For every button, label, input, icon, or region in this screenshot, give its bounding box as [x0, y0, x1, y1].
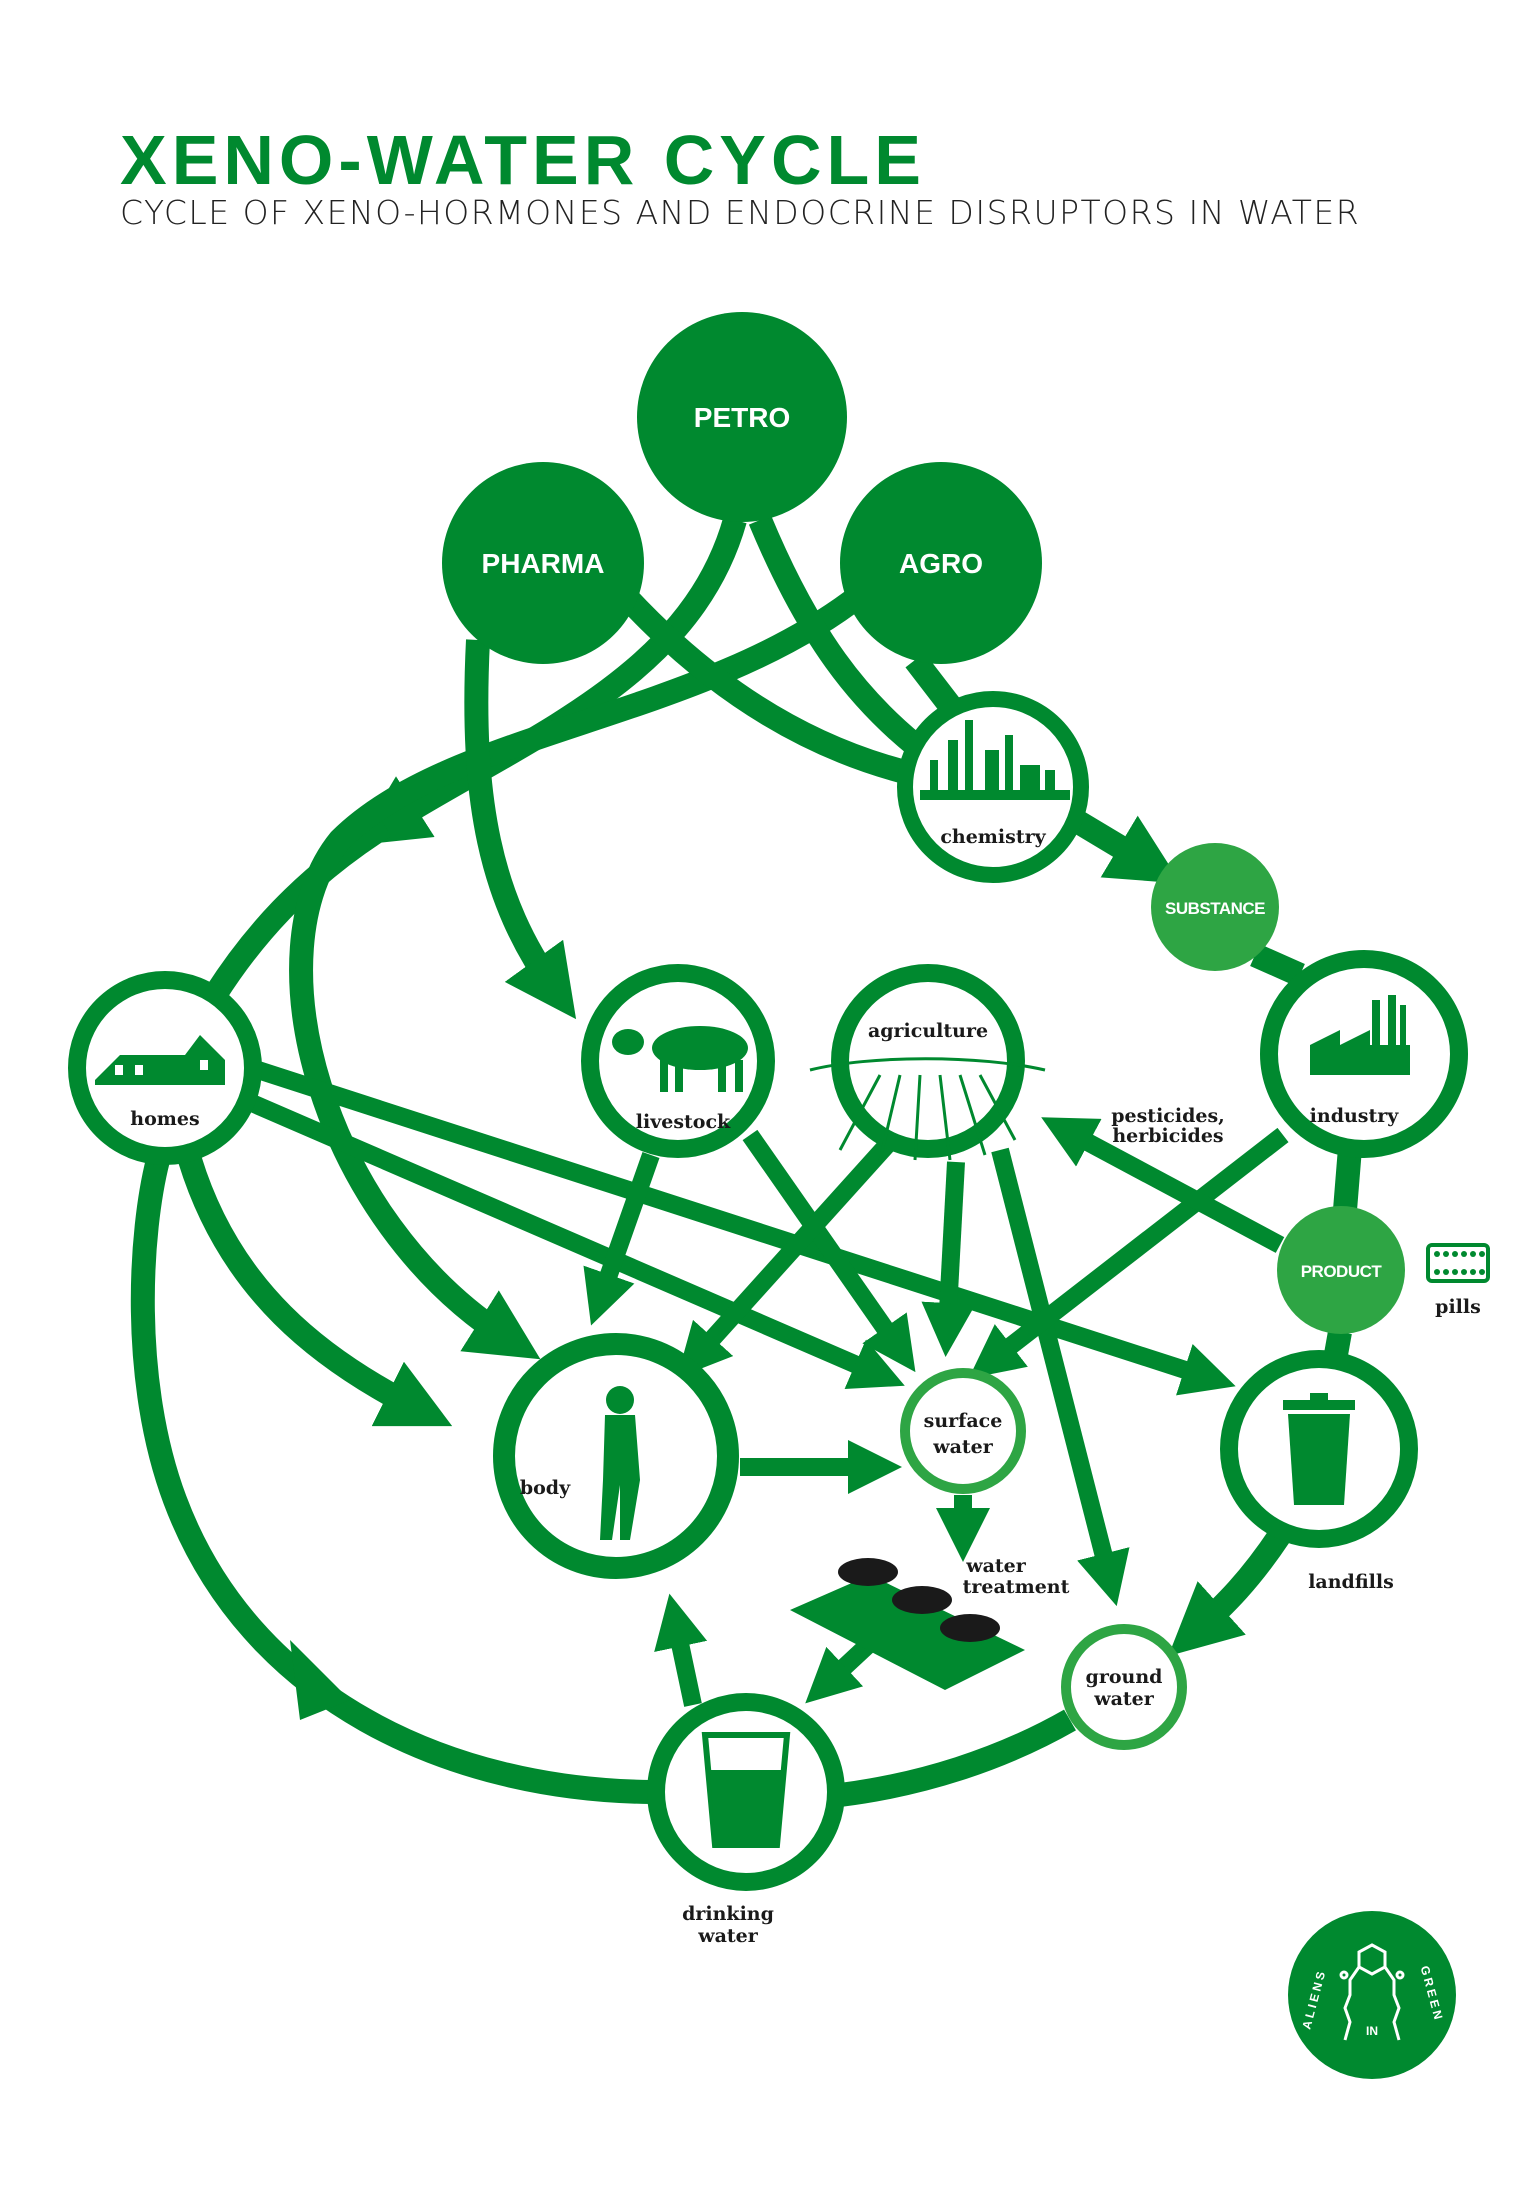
edge-groundwater-drinking	[838, 1709, 1076, 1807]
homes-label: homes	[130, 1108, 199, 1130]
edge-industry-surfacewater	[968, 1127, 1289, 1379]
node-agriculture: agriculture	[809, 964, 1046, 1161]
edge-chemistry-substance	[1068, 809, 1181, 884]
node-water-treatment: water treatment	[790, 1555, 1070, 1690]
edge-landfills-groundwater	[1168, 1528, 1290, 1657]
water-treatment-label-2: treatment	[963, 1576, 1070, 1598]
drinking-water-label-2: water	[697, 1925, 759, 1947]
ground-water-label-2: water	[1093, 1688, 1155, 1710]
edge-arrow-homes	[204, 815, 392, 1002]
edge-homes-body	[178, 1156, 453, 1427]
node-livestock: livestock	[581, 964, 775, 1158]
ground-water-label-1: ground	[1086, 1666, 1163, 1688]
node-landfills: landfills	[1220, 1350, 1418, 1593]
surface-water-label-2: water	[932, 1436, 994, 1458]
surface-water-label-1: surface	[924, 1410, 1003, 1432]
edges	[130, 515, 1362, 1807]
edge-agriculture-groundwater	[991, 1147, 1130, 1607]
agriculture-label: agriculture	[868, 1020, 988, 1042]
industry-building-icon	[1310, 995, 1410, 1075]
field-icon	[809, 1057, 1046, 1161]
edge-industry-product	[1333, 1147, 1362, 1211]
stage-substance: SUBSTANCE	[1151, 843, 1279, 971]
edge-agriculture-surfacewater	[921, 1161, 976, 1357]
petro-label: PETRO	[694, 402, 790, 433]
node-drinking-water: drinking water	[647, 1693, 845, 1947]
landfills-label: landfills	[1308, 1571, 1394, 1593]
trash-can-icon	[1283, 1393, 1355, 1505]
node-chemistry: chemistry	[897, 691, 1089, 883]
pharma-label: PHARMA	[482, 548, 605, 579]
cow-icon	[612, 1026, 748, 1092]
body-label: body	[520, 1477, 571, 1499]
substance-label: SUBSTANCE	[1165, 899, 1265, 918]
edge-substance-industry	[1250, 944, 1305, 986]
edge-livestock-body	[583, 1152, 660, 1326]
treatment-plant-icon	[790, 1558, 1025, 1690]
pesticides-label-1: pesticides,	[1111, 1105, 1225, 1127]
loop-arrowhead	[290, 1640, 350, 1720]
page-subtitle: CYCLE OF XENO-HORMONES AND ENDOCRINE DIS…	[120, 193, 1361, 232]
logo-in: IN	[1366, 2024, 1378, 2038]
pills-label: pills	[1435, 1296, 1481, 1318]
product-label: PRODUCT	[1301, 1262, 1383, 1281]
edge-homes-surfacewater	[241, 1091, 905, 1390]
edge-drinking-homes-loop	[130, 1157, 652, 1804]
source-petro: PETRO	[637, 312, 847, 522]
node-ground-water: ground water	[1061, 1624, 1187, 1750]
node-homes: homes	[68, 971, 262, 1165]
edge-petro-homes	[354, 516, 747, 846]
water-treatment-label-1: water	[965, 1555, 1027, 1577]
edge-product-agriculture	[1041, 1117, 1285, 1253]
drinking-water-label-1: drinking	[682, 1903, 774, 1925]
edge-agriculture-body	[676, 1128, 903, 1379]
node-body: body	[493, 1333, 739, 1579]
edge-petro-chemistry	[748, 515, 923, 755]
agro-label: AGRO	[899, 548, 983, 579]
factory-icon	[920, 720, 1070, 800]
molecule-icon	[1339, 1943, 1405, 2041]
industry-label: industry	[1310, 1105, 1400, 1127]
page-title: XENO-WATER CYCLE	[120, 121, 926, 199]
edge-livestock-surfacewater	[742, 1129, 916, 1373]
edge-agro-body	[289, 585, 868, 1360]
pills: pills	[1426, 1243, 1490, 1318]
person-icon	[600, 1386, 640, 1540]
edge-treatment-drinking	[805, 1638, 875, 1704]
chemistry-label: chemistry	[940, 826, 1046, 848]
edge-drinking-body	[654, 1593, 708, 1707]
livestock-label: livestock	[636, 1111, 731, 1133]
edge-pharma-livestock	[464, 639, 577, 1020]
aliens-in-green-logo: ALIENS IN GREEN	[1288, 1911, 1456, 2079]
pill-pack-icon	[1426, 1243, 1490, 1283]
glass-icon	[701, 1732, 791, 1848]
node-surface-water: surface water	[900, 1368, 1026, 1494]
node-industry: industry	[1260, 950, 1468, 1158]
pesticides-label-2: herbicides	[1112, 1125, 1223, 1147]
source-pharma: PHARMA	[442, 462, 644, 664]
edge-pharma-chemistry	[611, 581, 909, 784]
source-agro: AGRO	[840, 462, 1042, 664]
house-icon	[95, 1035, 225, 1085]
stage-product: PRODUCT	[1277, 1206, 1405, 1334]
